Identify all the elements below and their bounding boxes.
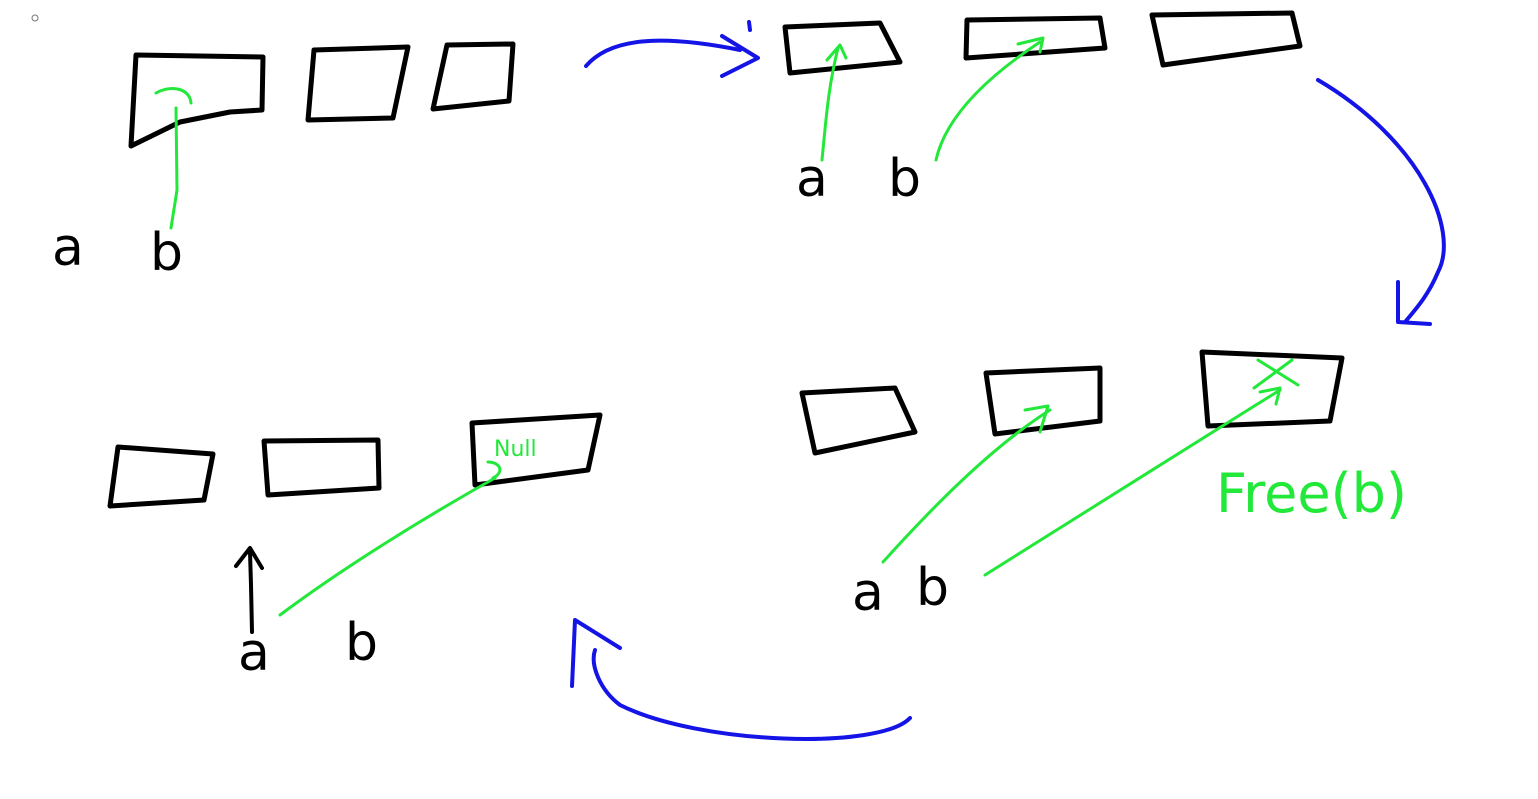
memory-box-2 <box>305 44 411 123</box>
memory-box-1 <box>799 385 918 456</box>
memory-box-3 <box>1149 10 1303 68</box>
null-label: Null <box>494 437 537 462</box>
pointer-b-arrow <box>278 460 502 617</box>
panel-step-1: a b <box>52 41 516 283</box>
pointer-a-arrow <box>820 43 848 162</box>
panel-step-4: Null a b <box>107 412 603 683</box>
memory-box-2 <box>261 437 382 498</box>
flow-arrow-2 <box>1316 78 1446 326</box>
pointer-a-arrow <box>881 404 1052 564</box>
flow-arrow-3 <box>570 618 912 741</box>
freed-mark <box>1252 358 1300 390</box>
memory-box-3 <box>430 41 516 112</box>
panel-step-2: a b <box>782 10 1303 209</box>
flow-arrow-1 <box>584 20 760 78</box>
var-b: b <box>150 223 183 283</box>
var-a: a <box>796 149 828 209</box>
pointer-a-arrow <box>234 546 264 634</box>
memory-box-3 <box>1199 349 1345 429</box>
memory-box-1 <box>107 444 216 509</box>
var-b: b <box>916 558 949 618</box>
pointer-b-arrow <box>983 386 1282 577</box>
memory-box-1 <box>128 52 266 149</box>
var-a: a <box>238 623 270 683</box>
memory-box-2 <box>983 365 1103 437</box>
var-b: b <box>345 613 378 673</box>
memory-box-3 <box>469 412 603 488</box>
panel-step-3: a b Free(b) <box>799 349 1407 623</box>
free-call-label: Free(b) <box>1216 462 1407 525</box>
memory-box-1 <box>782 20 903 76</box>
var-b: b <box>888 149 921 209</box>
pointer-b-arrow <box>934 36 1045 162</box>
pointer-b-arrow <box>154 87 193 230</box>
corner-dot <box>31 14 39 22</box>
var-a: a <box>852 563 884 623</box>
memory-box-2 <box>963 15 1108 61</box>
var-a: a <box>52 218 84 278</box>
